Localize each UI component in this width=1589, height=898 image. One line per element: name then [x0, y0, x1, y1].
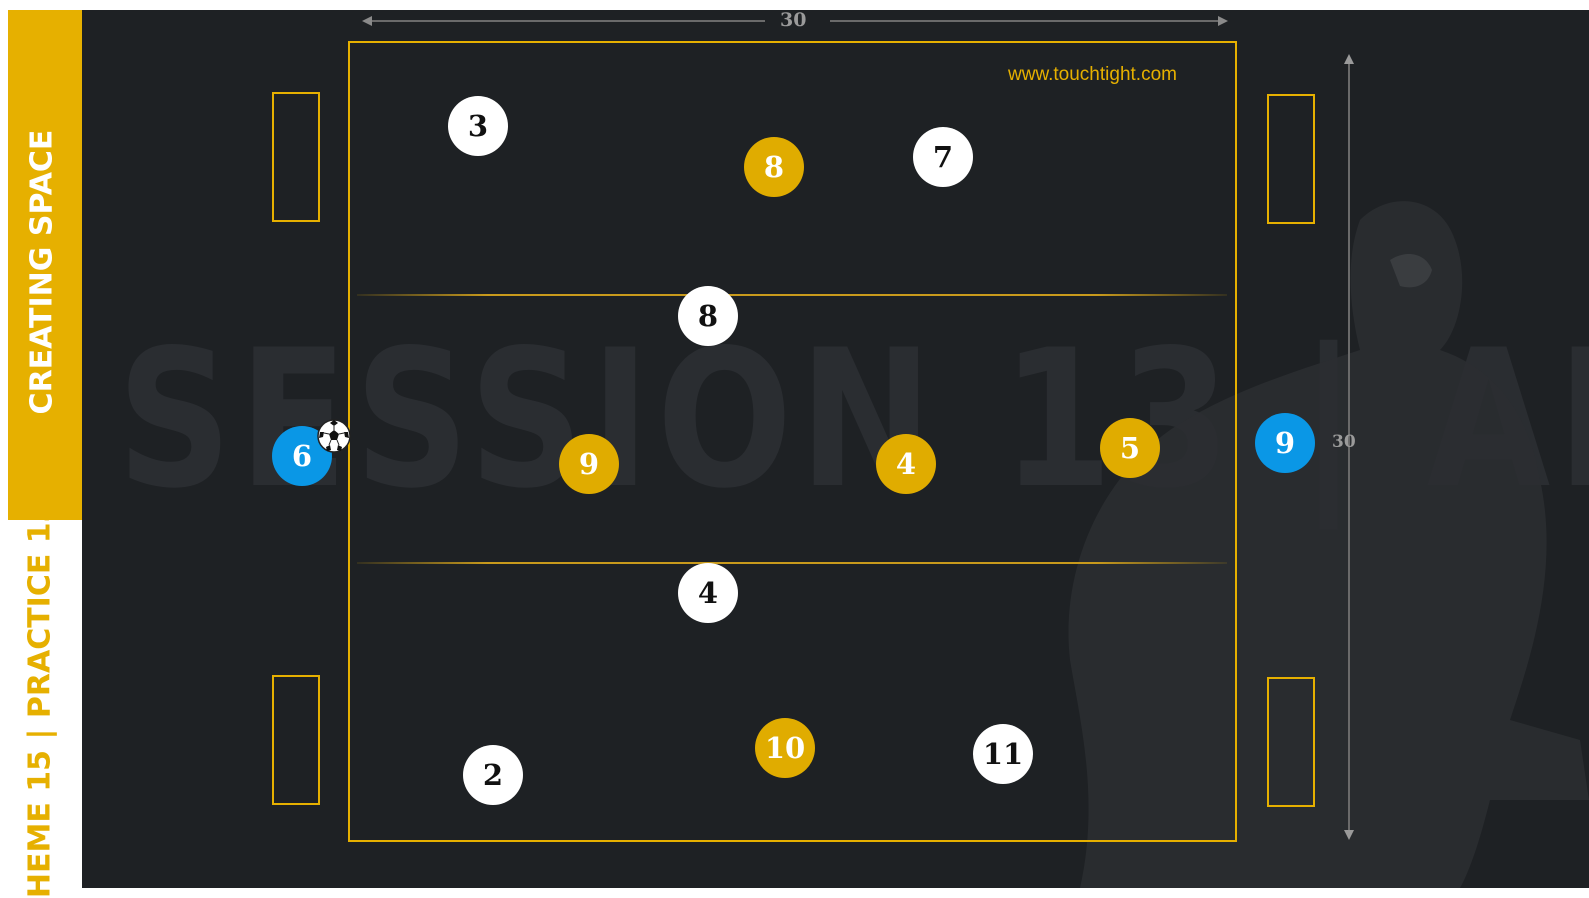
sidebar-title-panel: CREATING SPACE: [8, 10, 82, 520]
sidebar-title: CREATING SPACE: [25, 130, 60, 415]
goal-right-bottom: [1267, 677, 1315, 807]
sidebar-subtitle: THEME 15 | PRACTICE 13: [23, 501, 58, 898]
goal-left-bottom: [272, 675, 320, 805]
height-dimension-label: 30: [1332, 432, 1356, 452]
gold-player-10: 10: [755, 718, 815, 778]
width-dimension-label: 30: [780, 9, 806, 31]
website-url: www.touchtight.com: [1008, 64, 1177, 86]
gold-player-5: 5: [1100, 418, 1160, 478]
white-player-4: 4: [678, 563, 738, 623]
goal-right-top: [1267, 94, 1315, 224]
soccer-ball-icon: [316, 418, 352, 454]
sidebar-subtitle-panel: THEME 15 | PRACTICE 13: [8, 520, 82, 898]
gold-player-4: 4: [876, 434, 936, 494]
white-player-11: 11: [973, 724, 1033, 784]
zone-divider-top: [357, 294, 1227, 296]
gold-player-9: 9: [559, 434, 619, 494]
white-player-8: 8: [678, 286, 738, 346]
white-player-7: 7: [913, 127, 973, 187]
blue-player-9: 9: [1255, 413, 1315, 473]
white-player-3: 3: [448, 96, 508, 156]
zone-divider-bottom: [357, 562, 1227, 564]
white-player-2: 2: [463, 745, 523, 805]
goal-left-top: [272, 92, 320, 222]
gold-player-8: 8: [744, 137, 804, 197]
